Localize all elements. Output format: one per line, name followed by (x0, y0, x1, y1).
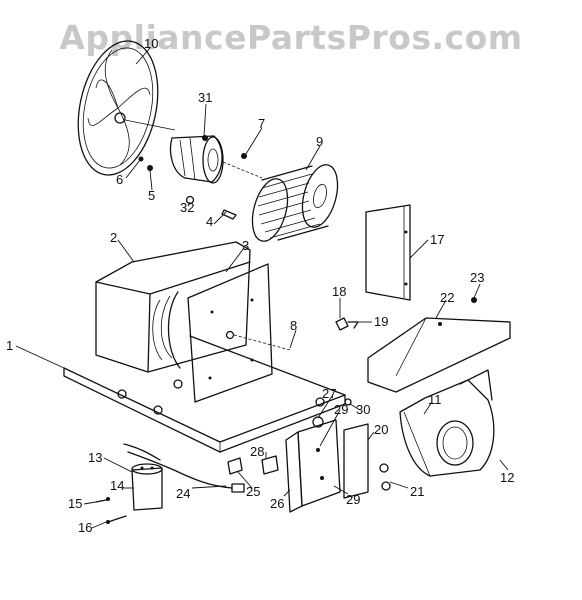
callout-10: 10 (144, 36, 158, 51)
callout-30: 30 (356, 402, 370, 417)
callout-8: 8 (290, 318, 297, 333)
capacitor (131, 463, 163, 511)
small-parts (227, 455, 391, 491)
hardware-15-16 (95, 497, 127, 524)
callout-21: 21 (410, 484, 424, 499)
leader-lines (15, 47, 509, 529)
callout-29a: 29 (334, 402, 348, 417)
fan-blade (77, 40, 176, 176)
bracket-22 (367, 297, 511, 393)
callout-18: 18 (332, 284, 346, 299)
electrical-box (285, 398, 369, 513)
callout-12: 12 (500, 470, 514, 485)
callout-14: 14 (110, 478, 124, 493)
callout-25: 25 (246, 484, 260, 499)
callout-22: 22 (440, 290, 454, 305)
callout-labels: 1 2 3 4 5 6 7 8 9 10 11 12 13 14 15 16 1… (6, 36, 514, 535)
callout-13: 13 (88, 450, 102, 465)
callout-19: 19 (374, 314, 388, 329)
base-pan (63, 335, 346, 453)
mounting-plate (167, 263, 291, 403)
callout-16: 16 (78, 520, 92, 535)
panel-17 (365, 204, 411, 301)
callout-27: 27 (322, 386, 336, 401)
callout-20: 20 (374, 422, 388, 437)
callout-1: 1 (6, 338, 13, 353)
callout-7: 7 (258, 116, 265, 131)
callout-17: 17 (430, 232, 444, 247)
callout-3: 3 (242, 238, 249, 253)
callout-26: 26 (270, 496, 284, 511)
housing-shroud (95, 241, 251, 373)
callout-6: 6 (116, 172, 123, 187)
callout-11: 11 (428, 392, 442, 407)
callout-5: 5 (148, 188, 155, 203)
motor (169, 135, 263, 184)
callout-32: 32 (180, 200, 194, 215)
blower-wheel (251, 164, 339, 242)
callout-4: 4 (206, 214, 213, 229)
callout-2: 2 (110, 230, 117, 245)
callout-29b: 29 (346, 492, 360, 507)
callout-28: 28 (250, 444, 264, 459)
callout-23: 23 (470, 270, 484, 285)
callout-15: 15 (68, 496, 82, 511)
clip (335, 317, 359, 331)
callout-31: 31 (198, 90, 212, 105)
callout-9: 9 (316, 134, 323, 149)
scroll-housing (399, 369, 495, 477)
power-cord (123, 443, 245, 493)
callout-24: 24 (176, 486, 190, 501)
